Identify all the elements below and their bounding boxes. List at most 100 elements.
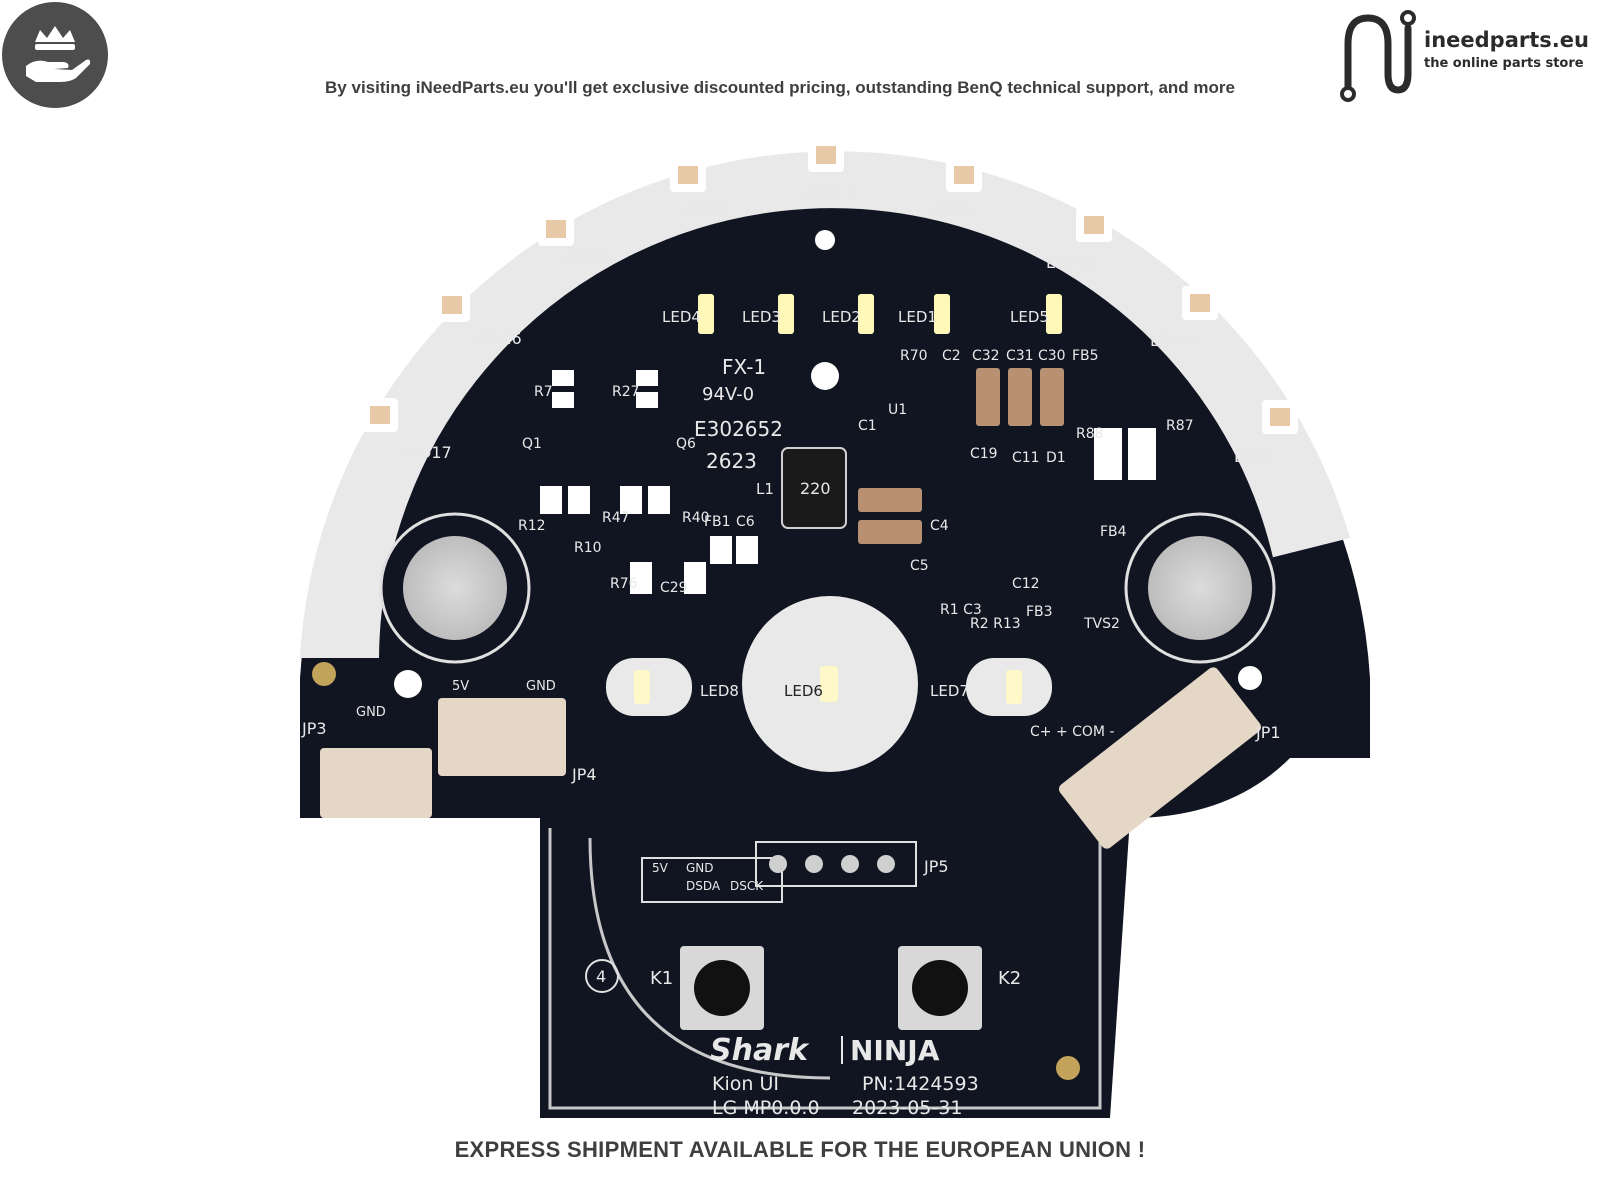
inductor-l1	[781, 447, 847, 529]
label-c11: C11	[1012, 450, 1040, 466]
label-c5: C5	[910, 558, 929, 574]
label-jp5-5v: 5V	[652, 861, 669, 875]
label-c1: C1	[858, 418, 877, 434]
label-led12: LED12	[928, 201, 980, 220]
n-circuit-logo-icon	[1340, 10, 1416, 102]
label-c31: C31	[1006, 348, 1034, 364]
label-led6: LED6	[784, 682, 823, 700]
label-q6: Q6	[676, 436, 696, 452]
label-jp3-gnd: GND	[356, 705, 386, 720]
marking-date-code: 2623	[706, 449, 757, 473]
jp5-labels-box	[641, 857, 783, 903]
label-fb5: FB5	[1072, 348, 1099, 364]
label-q1: Q1	[522, 436, 542, 452]
label-jp4: JP4	[571, 765, 597, 784]
button-k2	[898, 946, 982, 1030]
label-r87: R87	[1166, 418, 1194, 434]
product-photo: LED17 LED16 LED15 LED14 LED13 LED12 LED1…	[290, 118, 1400, 1150]
label-c6: C6	[736, 514, 755, 530]
label-r76: R76	[610, 576, 638, 592]
connector-jp1	[1058, 667, 1262, 849]
pcb-board-illustration: LED17 LED16 LED15 LED14 LED13 LED12 LED1…	[300, 138, 1370, 1119]
jp5-pin-3	[841, 855, 859, 873]
row-led-1	[934, 294, 950, 334]
jp5-pin-1	[769, 855, 787, 873]
label-led5: LED5	[1010, 308, 1049, 326]
led7	[1006, 670, 1022, 704]
promo-tagline: By visiting iNeedParts.eu you'll get exc…	[325, 78, 1235, 97]
label-c32: C32	[972, 348, 1000, 364]
label-c12: C12	[1012, 576, 1040, 592]
label-led7: LED7	[930, 682, 969, 700]
mounting-hole-right	[1124, 512, 1276, 664]
label-led1: LED1	[898, 308, 937, 326]
label-l1: L1	[756, 480, 774, 498]
marking-rating: 94V-0	[702, 384, 754, 405]
jp5-pin-4	[877, 855, 895, 873]
label-r47: R47	[602, 510, 630, 526]
label-led17: LED17	[400, 443, 452, 462]
label-jp5-dsda: DSDA	[686, 879, 721, 893]
label-c30: C30	[1038, 348, 1066, 364]
brand-ninja: NINJA	[850, 1034, 940, 1067]
label-jp3: JP3	[301, 719, 327, 738]
label-led3: LED3	[742, 308, 781, 326]
button-k1	[680, 946, 764, 1030]
capacitor-c4	[858, 488, 922, 512]
row-led-4	[698, 294, 714, 334]
marking-pn: PN:1424593	[862, 1073, 979, 1095]
row-led-3	[778, 294, 794, 334]
capacitor-c31	[1008, 368, 1032, 426]
label-r12: R12	[518, 518, 546, 534]
logo-name: ineedparts.eu	[1424, 28, 1589, 52]
connector-jp3	[320, 748, 432, 818]
connector-jp4	[438, 698, 566, 776]
label-led4: LED4	[662, 308, 701, 326]
label-k2: K2	[998, 968, 1021, 989]
brand-shark: Shark	[710, 1033, 810, 1068]
label-jp1-pins: C+ + COM -	[1030, 724, 1115, 740]
label-r10: R10	[574, 540, 602, 556]
label-fb3: FB3	[1026, 604, 1053, 620]
label-d1: D1	[1046, 450, 1066, 466]
label-r40: R40	[682, 510, 710, 526]
label-led11: LED11	[1046, 253, 1098, 272]
label-tvs2: TVS2	[1083, 616, 1120, 632]
capacitor-c30	[1040, 368, 1064, 426]
row-led-2	[858, 294, 874, 334]
label-c19: C19	[970, 446, 998, 462]
label-r1c3: R1 C3	[940, 602, 982, 618]
marking-revision: LG MP0.0.0	[712, 1097, 820, 1119]
label-jp4-5v: 5V	[452, 679, 469, 694]
label-led13: LED13	[802, 183, 854, 202]
ineedparts-logo[interactable]: ineedparts.eu the online parts store	[1338, 4, 1600, 104]
jp5-pin-2	[805, 855, 823, 873]
led6	[820, 666, 838, 702]
label-jp1: JP1	[1255, 723, 1281, 742]
marking-fx: FX-1	[722, 355, 766, 379]
label-r27: R27	[612, 384, 640, 400]
led-ring-band	[300, 151, 1350, 658]
label-jp5: JP5	[923, 857, 949, 876]
capacitor-c5	[858, 520, 922, 544]
label-led10: LED10	[1150, 331, 1202, 350]
label-r70: R70	[900, 348, 928, 364]
mounting-hole-left	[379, 512, 531, 664]
label-led14: LED14	[678, 199, 730, 218]
led8	[634, 670, 650, 704]
shipment-note: EXPRESS SHIPMENT AVAILABLE FOR THE EUROP…	[454, 1137, 1146, 1162]
label-r88: R88	[1076, 426, 1104, 442]
logo-subtitle: the online parts store	[1424, 56, 1584, 71]
label-jp4-gnd: GND	[526, 679, 556, 694]
marking-cert: E302652	[694, 417, 783, 441]
label-r2r13: R2 R13	[970, 616, 1021, 632]
label-fb1: FB1	[704, 514, 731, 530]
label-led15: LED15	[560, 249, 612, 268]
label-led2: LED2	[822, 308, 861, 326]
label-c4: C4	[930, 518, 949, 534]
label-k1: K1	[650, 968, 673, 989]
crown-badge	[2, 2, 108, 108]
row-led-5	[1046, 294, 1062, 334]
label-r7: R7	[534, 384, 553, 400]
marking-date: 2023-05-31	[852, 1097, 962, 1119]
